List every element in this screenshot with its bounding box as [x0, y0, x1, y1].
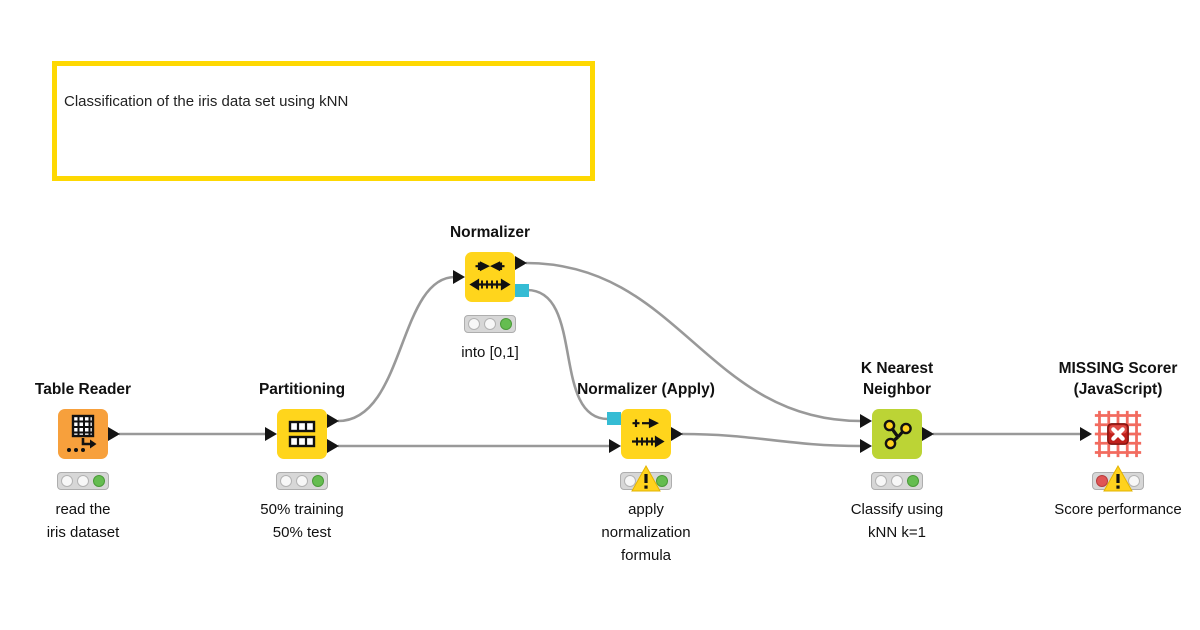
warning-icon	[1103, 464, 1133, 492]
traffic-light-green-slot	[500, 318, 512, 330]
traffic-light	[464, 315, 516, 333]
traffic-light	[57, 472, 109, 490]
partitioning-icon[interactable]	[277, 409, 327, 459]
node-normalizer-apply[interactable]: Normalizer (Apply) apply normalization f…	[576, 356, 716, 567]
node-title: Table Reader	[34, 381, 132, 398]
apply-axis-icon	[632, 418, 665, 448]
node-title: K Nearest Neighbor	[860, 360, 934, 398]
node-title: Normalizer (Apply)	[577, 381, 715, 398]
warning-icon	[631, 464, 661, 492]
normalize-axis-icon	[469, 261, 511, 291]
traffic-light-red-slot	[61, 475, 73, 487]
node-title: Partitioning	[258, 381, 346, 398]
missing-hatch-icon	[1094, 410, 1142, 458]
table-arrow-icon	[67, 414, 97, 452]
node-comment[interactable]: 50% training 50% test	[260, 501, 344, 541]
node-table-reader[interactable]: Table Reader read the iris dataset	[13, 356, 153, 544]
node-partitioning[interactable]: Partitioning 50% training 50% test	[232, 356, 372, 544]
traffic-light	[276, 472, 328, 490]
node-missing-scorer[interactable]: MISSING Scorer (JavaScript) Score perfor…	[1033, 356, 1200, 521]
traffic-light-yellow-slot	[484, 318, 496, 330]
traffic-light-red-slot	[875, 475, 887, 487]
neighbor-graph-icon	[883, 419, 912, 450]
connection-normalizer-model-apply[interactable]	[526, 288, 609, 421]
node-title: Normalizer	[449, 224, 531, 241]
node-comment[interactable]: apply normalization formula	[601, 501, 691, 564]
missing-node-icon[interactable]	[1093, 409, 1143, 459]
node-comment[interactable]: Classify using kNN k=1	[850, 501, 944, 541]
node-k-nearest-neighbor[interactable]: K Nearest Neighbor Classify using kNN k=…	[827, 356, 967, 544]
traffic-light-red-slot	[624, 475, 636, 487]
normalizer-apply-icon[interactable]	[621, 409, 671, 459]
traffic-light-green-slot	[1128, 475, 1140, 487]
traffic-light-yellow-slot	[296, 475, 308, 487]
traffic-light-yellow-slot	[77, 475, 89, 487]
workflow-annotation[interactable]: Classification of the iris data set usin…	[52, 61, 595, 181]
split-table-icon	[288, 420, 316, 448]
traffic-light-yellow-slot	[891, 475, 903, 487]
traffic-light	[871, 472, 923, 490]
traffic-light-green-slot	[907, 475, 919, 487]
traffic-light-green-slot	[656, 475, 668, 487]
traffic-light-red-slot	[280, 475, 292, 487]
traffic-light-green-slot	[93, 475, 105, 487]
annotation-text: Classification of the iris data set usin…	[64, 93, 349, 110]
traffic-light-red-slot	[468, 318, 480, 330]
connection-apply-knn[interactable]	[681, 432, 862, 448]
traffic-light-red-slot	[1096, 475, 1108, 487]
knn-icon[interactable]	[872, 409, 922, 459]
node-comment[interactable]: Score performance	[1054, 501, 1182, 518]
node-comment[interactable]: into [0,1]	[461, 344, 519, 361]
normalizer-icon[interactable]	[465, 252, 515, 302]
table-reader-icon[interactable]	[58, 409, 108, 459]
node-comment[interactable]: read the iris dataset	[46, 501, 120, 541]
connection-partitioning-normalizer[interactable]	[337, 275, 456, 423]
node-title: MISSING Scorer (JavaScript)	[1058, 360, 1178, 398]
connection-normalizer-knn[interactable]	[525, 261, 862, 423]
node-normalizer[interactable]: Normalizer into [0,1]	[420, 199, 560, 364]
traffic-light-green-slot	[312, 475, 324, 487]
